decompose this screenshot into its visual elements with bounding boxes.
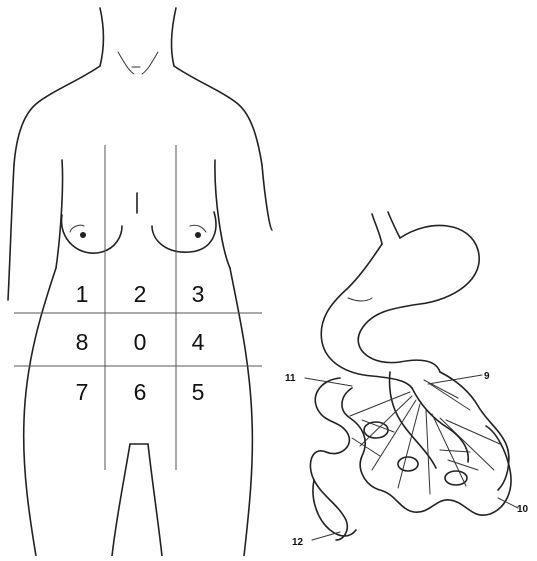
right-arm-inner <box>215 160 230 268</box>
right-areola-mark <box>190 225 206 232</box>
organ-label-10: 10 <box>517 504 529 515</box>
intestine-coil-3 <box>445 471 467 485</box>
region-grid <box>14 145 262 470</box>
collarbone-left <box>118 52 134 74</box>
jejunum-segment <box>390 372 436 468</box>
left-body-contour <box>24 268 56 556</box>
neck-left-line <box>100 8 103 66</box>
intestine-loop-bottom <box>342 388 511 515</box>
region-numbers: 1 2 3 8 0 4 7 6 5 <box>76 281 205 405</box>
left-inner-leg <box>112 444 130 556</box>
neck-right-line <box>172 8 176 66</box>
esophagus-right <box>388 212 400 238</box>
right-shoulder <box>174 66 262 165</box>
region-label-1: 1 <box>76 281 89 307</box>
region-label-3: 3 <box>192 281 205 307</box>
region-label-4: 4 <box>192 329 205 355</box>
left-areola-mark <box>70 225 84 232</box>
digestive-organ-drawing <box>310 212 511 540</box>
intestine-coil-2 <box>398 457 418 471</box>
region-label-2: 2 <box>134 281 147 307</box>
right-body-contour <box>230 268 252 556</box>
left-shoulder <box>14 66 100 165</box>
stomach-fold <box>348 298 372 301</box>
left-arm-outer <box>8 165 14 300</box>
right-arm-outer <box>262 165 272 230</box>
collarbone-right <box>142 52 158 74</box>
esophagus-left <box>372 214 382 244</box>
region-label-6: 6 <box>134 379 147 405</box>
intestine-loop-left <box>310 378 349 540</box>
left-arm-inner <box>56 160 63 268</box>
region-label-8: 8 <box>76 329 89 355</box>
leader-line-12 <box>312 532 340 540</box>
right-nipple <box>195 232 201 238</box>
right-inner-leg <box>148 444 162 556</box>
region-label-5: 5 <box>192 379 205 405</box>
leader-line-9 <box>428 375 482 384</box>
stomach-outer <box>358 226 479 373</box>
leader-line-11 <box>305 378 352 386</box>
stomach-inner <box>321 244 412 388</box>
organ-label-9: 9 <box>484 371 490 382</box>
left-nipple <box>80 232 86 238</box>
left-breast <box>62 215 122 253</box>
region-label-0: 0 <box>134 329 147 355</box>
region-label-7: 7 <box>76 379 89 405</box>
organ-label-11: 11 <box>285 373 296 384</box>
organ-label-12: 12 <box>292 537 304 548</box>
